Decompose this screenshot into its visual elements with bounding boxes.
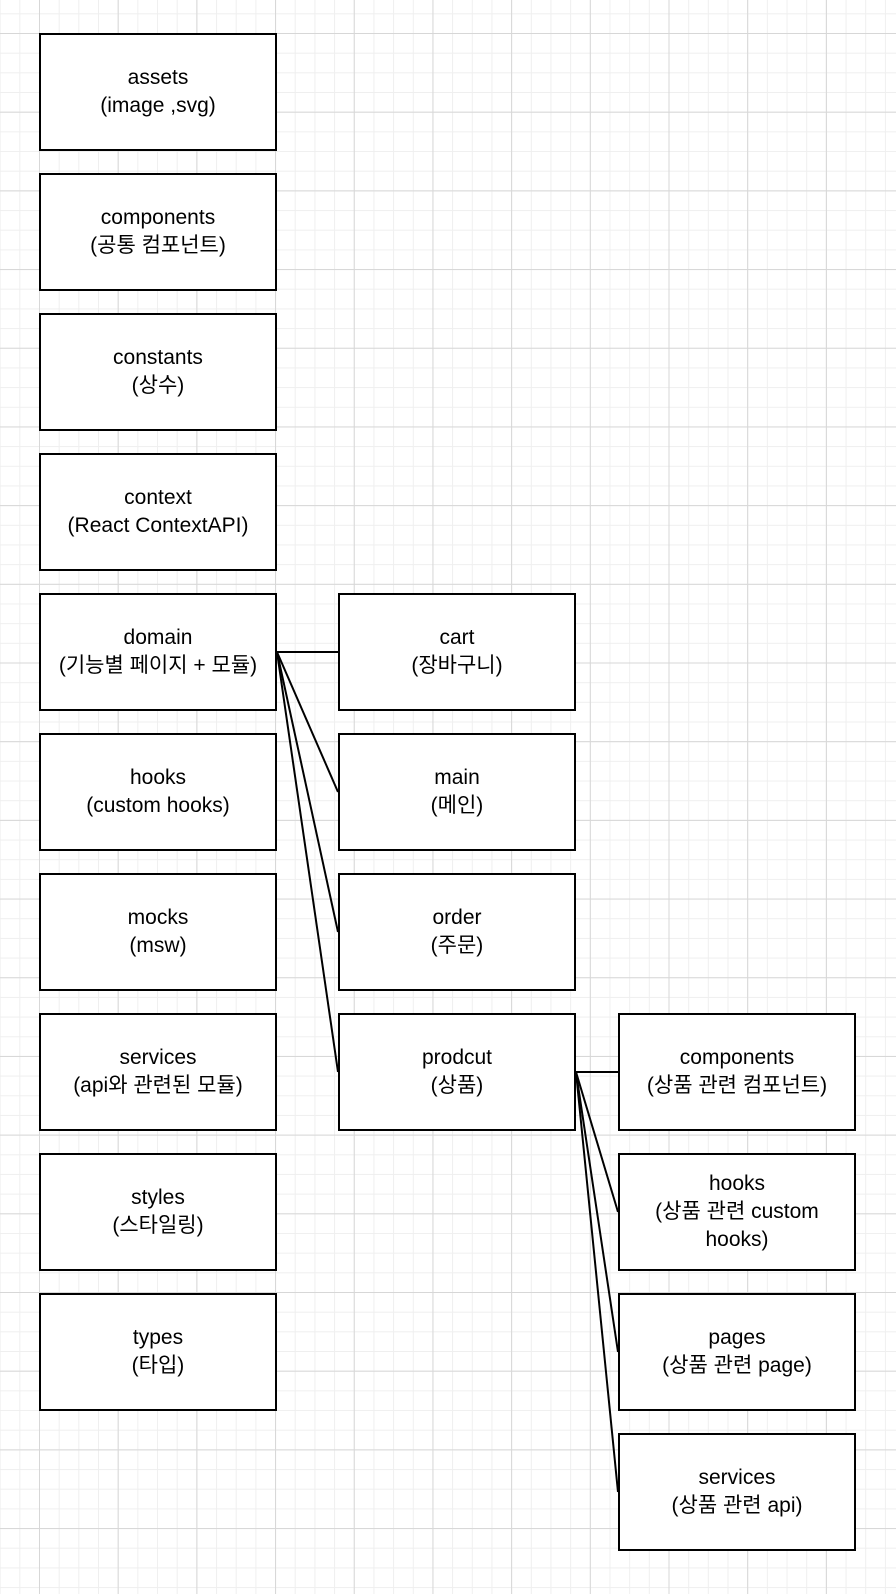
node-title: constants [113,346,203,369]
node-product-components[interactable]: components (상품 관련 컴포넌트) [618,1013,856,1131]
edge-domain-order [276,651,339,933]
node-description: (상품 관련 컴포넌트) [646,1074,828,1097]
node-description: (image ,svg) [100,94,216,117]
node-title: services [698,1466,776,1489]
node-title: hooks [129,766,187,789]
node-title: types [132,1326,184,1349]
node-product-hooks[interactable]: hooks (상품 관련 custom hooks) [618,1153,856,1271]
node-cart[interactable]: cart (장바구니) [338,593,576,711]
node-description: (custom hooks) [86,794,230,817]
node-title: components [679,1046,795,1069]
node-title: assets [127,66,189,89]
node-description: (상품 관련 api) [671,1494,803,1517]
node-prodcut[interactable]: prodcut (상품) [338,1013,576,1131]
node-description: (api와 관련된 모듈) [73,1074,243,1097]
node-styles[interactable]: styles (스타일링) [39,1153,277,1271]
node-description: (공통 컴포넌트) [90,234,226,257]
node-components[interactable]: components (공통 컴포넌트) [39,173,277,291]
node-description: (상수) [131,374,185,397]
node-title: services [119,1046,197,1069]
node-description: (상품 관련 custom hooks) [655,1200,819,1251]
node-title: styles [131,1186,185,1209]
node-services[interactable]: services (api와 관련된 모듈) [39,1013,277,1131]
node-title: order [432,906,482,929]
node-assets[interactable]: assets (image ,svg) [39,33,277,151]
node-title: hooks [708,1172,766,1195]
node-description: (주문) [430,934,484,957]
node-title: main [434,766,480,789]
node-constants[interactable]: constants (상수) [39,313,277,431]
node-description: (타입) [131,1354,185,1377]
node-description: (기능별 페이지 + 모듈) [58,654,258,677]
node-description: (상품 관련 page) [662,1354,812,1377]
node-title: pages [708,1326,766,1349]
node-title: context [124,486,192,509]
node-hooks[interactable]: hooks (custom hooks) [39,733,277,851]
edge-prodcut-product-hooks [575,1071,619,1213]
node-main[interactable]: main (메인) [338,733,576,851]
node-title: prodcut [421,1046,493,1069]
node-types[interactable]: types (타입) [39,1293,277,1411]
node-order[interactable]: order (주문) [338,873,576,991]
node-domain[interactable]: domain (기능별 페이지 + 모듈) [39,593,277,711]
node-description: (상품) [430,1074,484,1097]
node-description: (msw) [129,934,187,957]
node-description: (React ContextAPI) [67,514,249,537]
node-mocks[interactable]: mocks (msw) [39,873,277,991]
node-description: (메인) [430,794,484,817]
node-title: cart [439,626,475,649]
node-title: components [100,206,216,229]
node-title: domain [123,626,193,649]
node-title: mocks [127,906,189,929]
edge-prodcut-product-services [575,1071,619,1493]
edge-domain-prodcut [276,651,339,1073]
edge-prodcut-product-pages [575,1071,619,1353]
node-product-services[interactable]: services (상품 관련 api) [618,1433,856,1551]
node-context[interactable]: context (React ContextAPI) [39,453,277,571]
edge-domain-main [276,651,339,793]
node-description: (스타일링) [112,1214,204,1237]
node-description: (장바구니) [411,654,503,677]
node-product-pages[interactable]: pages (상품 관련 page) [618,1293,856,1411]
